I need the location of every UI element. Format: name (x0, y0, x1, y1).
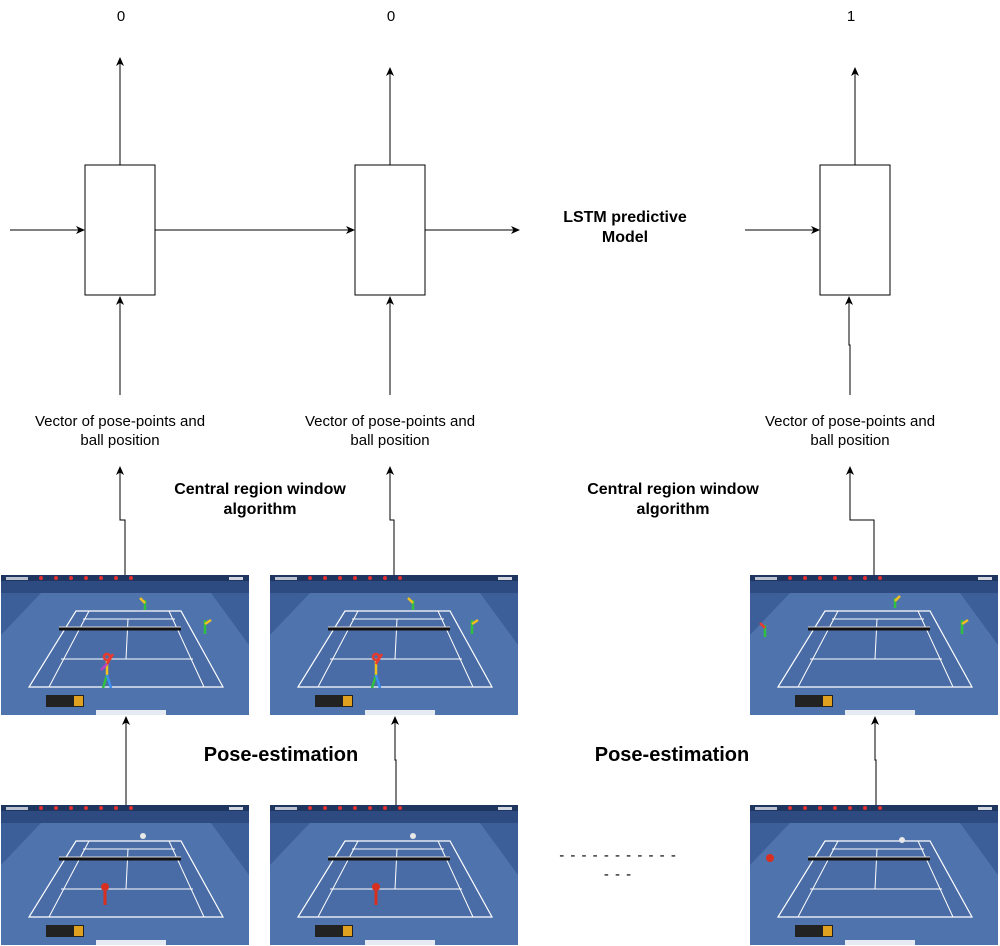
raw-frame-1 (0, 803, 251, 946)
output-label-3: 1 (846, 8, 856, 25)
pose-frame-2 (268, 573, 520, 717)
lstm-model-label: LSTM predictive Model (545, 208, 705, 248)
output-label-2: 0 (386, 8, 396, 25)
arrows (10, 57, 879, 805)
pose-frame-1 (0, 573, 251, 717)
pose-estimation-label-2: Pose-estimation (594, 744, 750, 766)
vector-label-2: Vector of pose-points and ball position (290, 412, 490, 450)
skeleton-overlays (100, 595, 969, 689)
vector-label-1: Vector of pose-points and ball position (20, 412, 220, 450)
ellipsis-dashes: - - - - - - - - - - - - - - (559, 847, 677, 883)
pose-estimation-label-1: Pose-estimation (203, 744, 359, 766)
algorithm-label-2-line2: algorithm (636, 501, 710, 518)
lstm-label-line1: LSTM predictive (563, 209, 687, 226)
vector-label-3-line2: ball position (810, 432, 890, 449)
pose-frame-3 (748, 573, 1000, 717)
lstm-cell-1 (84, 164, 156, 296)
vector-label-1-line2: ball position (80, 432, 160, 449)
algorithm-label-2: Central region window algorithm (573, 480, 773, 520)
output-label-1: 0 (116, 8, 126, 25)
algorithm-label-1-line1: Central region window (174, 481, 346, 498)
algorithm-label-1-line2: algorithm (223, 501, 297, 518)
lstm-cell-2 (354, 164, 426, 296)
vector-label-2-line1: Vector of pose-points and (304, 413, 476, 430)
vector-label-1-line1: Vector of pose-points and (34, 413, 206, 430)
lstm-cell-3 (819, 164, 891, 296)
algorithm-label-2-line1: Central region window (587, 481, 759, 498)
raw-frame-2 (268, 803, 520, 946)
player-markers-raw (101, 833, 905, 905)
vector-label-3: Vector of pose-points and ball position (750, 412, 950, 450)
algorithm-label-1: Central region window algorithm (160, 480, 360, 520)
lstm-label-line2: Model (601, 229, 649, 246)
raw-frame-3 (748, 803, 1000, 946)
vector-label-2-line2: ball position (350, 432, 430, 449)
vector-label-3-line1: Vector of pose-points and (764, 413, 936, 430)
